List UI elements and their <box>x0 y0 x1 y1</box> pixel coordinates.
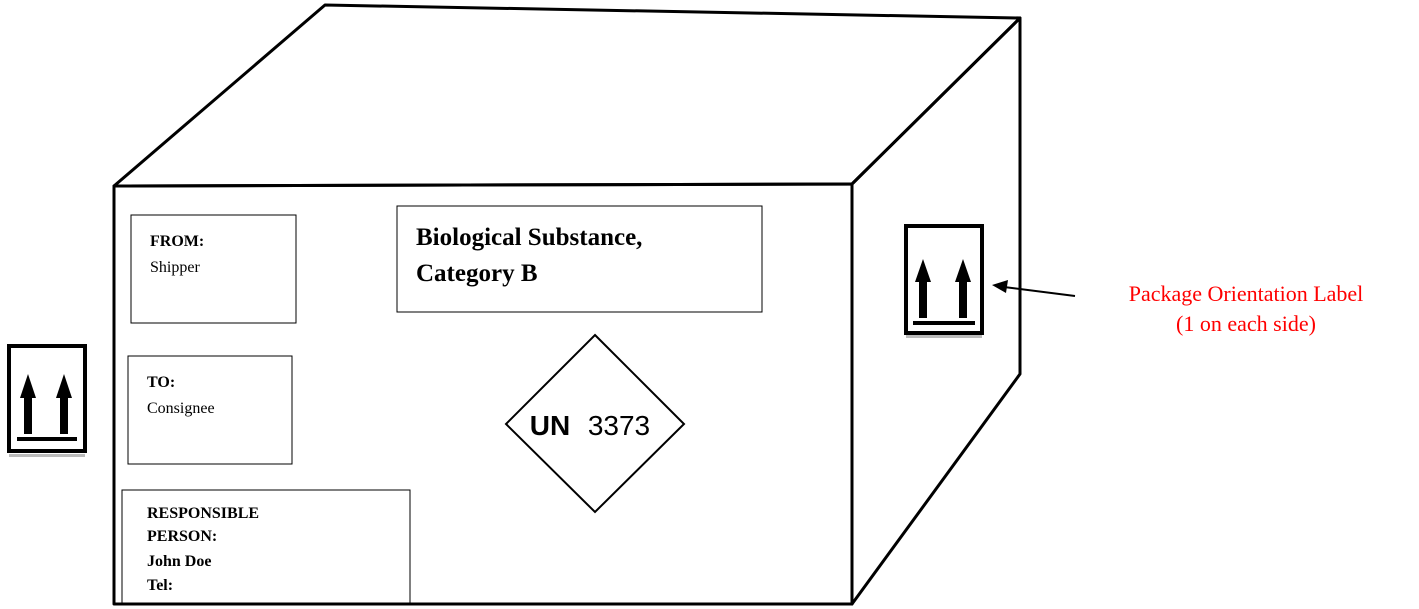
to-heading: TO: <box>147 374 175 391</box>
callout-line1: Package Orientation Label <box>1129 281 1364 306</box>
callout-line2: (1 on each side) <box>1176 311 1316 336</box>
un-text: UN <box>530 410 570 441</box>
from-value: Shipper <box>150 259 200 276</box>
shipping-box <box>112 3 1022 606</box>
orientation-arrows-icon <box>7 344 87 457</box>
callout-arrow <box>992 280 1076 297</box>
box-top-face <box>112 3 1022 188</box>
responsible-line2: PERSON: <box>147 528 217 545</box>
hazard-line1: Biological Substance, <box>416 224 642 251</box>
from-heading: FROM: <box>150 233 204 250</box>
responsible-person-box: RESPONSIBLE PERSON: John Doe Tel: <box>121 489 411 604</box>
to-value: Consignee <box>147 400 215 417</box>
from-label-box: FROM: Shipper <box>130 214 297 324</box>
orientation-arrows-icon <box>904 224 984 338</box>
box-right-face <box>850 16 1022 606</box>
un3373-diamond-icon: UN 3373 <box>504 333 686 514</box>
responsible-line1: RESPONSIBLE <box>147 505 259 522</box>
hazard-line2: Category B <box>416 260 538 287</box>
responsible-name: John Doe <box>147 553 211 570</box>
hazard-label-box: Biological Substance, Category B <box>396 205 763 313</box>
un-number: 3373 <box>588 410 650 441</box>
responsible-tel: Tel: <box>147 577 173 594</box>
to-label-box: TO: Consignee <box>127 355 293 465</box>
